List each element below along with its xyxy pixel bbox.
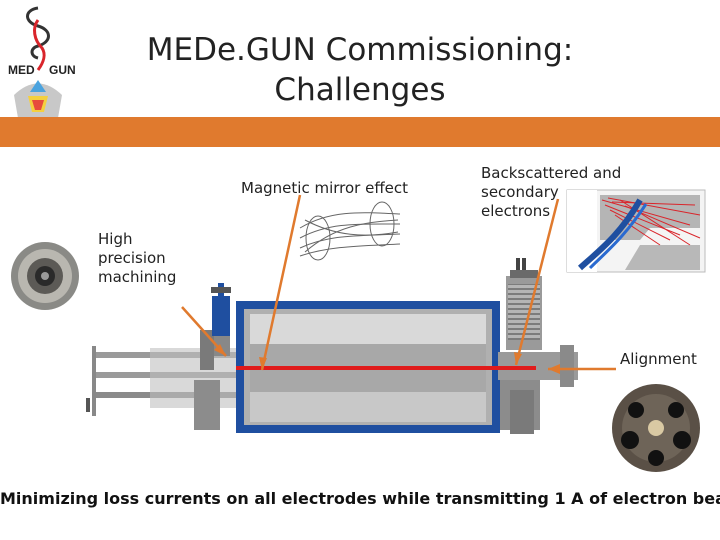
label-high-precision-line1: High [98,230,176,249]
label-backscattered-line1: Backscattered and [481,164,621,183]
label-high-precision-line3: machining [98,268,176,287]
label-alignment: Alignment [620,350,697,369]
label-backscattered-line2: secondary [481,183,621,202]
slide-title: MEDe.GUN Commissioning: Challenges [110,30,610,110]
label-high-precision-line2: precision [98,249,176,268]
logo-right-text: GUN [49,63,76,77]
label-magnetic-mirror: Magnetic mirror effect [241,179,408,198]
alignment-photo [598,378,708,482]
label-high-precision: High precision machining [98,230,176,287]
label-backscattered-line3: electrons [481,202,621,221]
bottom-statement: Minimizing loss currents on all electrod… [0,489,720,508]
title-line-1: MEDe.GUN Commissioning: [110,30,610,70]
cathode-photo [8,240,82,312]
title-line-2: Challenges [110,70,610,110]
title-banner [0,117,720,147]
magnetic-mirror-sketch [300,202,400,260]
logo-left-text: MED [8,63,35,77]
label-backscattered: Backscattered and secondary electrons [481,164,621,221]
